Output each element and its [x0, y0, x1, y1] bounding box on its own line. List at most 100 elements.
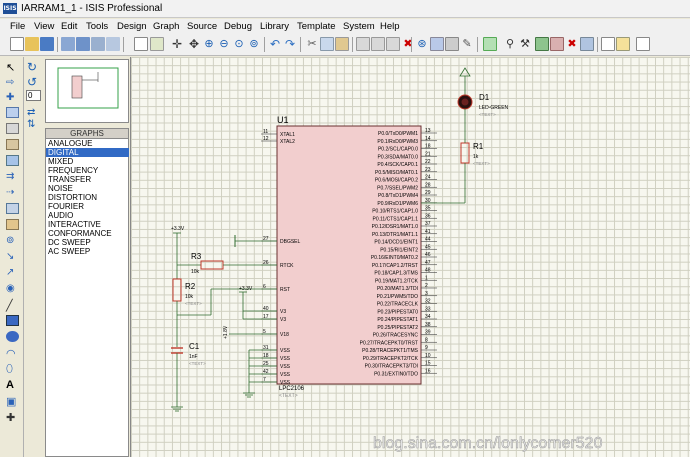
voltage-probe-icon[interactable]: ↘ [6, 251, 15, 262]
menu-graph[interactable]: Graph [153, 21, 180, 32]
exit-sheet-icon[interactable]: ✖ [567, 38, 577, 50]
menu-tools[interactable]: Tools [86, 21, 109, 32]
ares-icon[interactable] [636, 37, 650, 51]
marker-icon[interactable]: ✚ [6, 412, 16, 424]
block-move-icon[interactable] [371, 37, 385, 51]
pan-icon[interactable]: ✥ [188, 37, 200, 51]
netlist-icon[interactable] [601, 37, 615, 51]
remove-sheet-icon[interactable] [550, 37, 564, 51]
menu-library[interactable]: Library [260, 21, 290, 32]
u1-right-pin-name: P0.16/EINT0/MAT0.2 [371, 255, 418, 261]
graph-mode-conformance[interactable]: CONFORMANCE [48, 229, 112, 238]
print-icon[interactable] [91, 37, 105, 51]
block-delete-icon[interactable]: ✖ [403, 38, 413, 50]
overview-window[interactable] [45, 59, 129, 123]
menu-debug[interactable]: Debug [224, 21, 252, 32]
new-file-icon[interactable] [10, 37, 24, 51]
selection-mode-icon[interactable]: ↖ [6, 62, 16, 74]
virtual-instrument-icon[interactable]: ◉ [6, 283, 15, 294]
menu-view[interactable]: View [34, 21, 55, 32]
graph-mode-audio[interactable]: AUDIO [48, 211, 74, 220]
mirror-vertical-icon[interactable]: ⇅ [27, 119, 36, 130]
pins-icon[interactable]: ⇢ [6, 187, 15, 198]
junction-mode-icon[interactable]: ✚ [6, 92, 15, 103]
rotate-clockwise-icon[interactable]: ↻ [27, 60, 38, 74]
text-script-icon[interactable] [6, 123, 19, 134]
pick-device-icon[interactable]: ⊛ [417, 38, 427, 50]
graph-mode-digital[interactable]: DIGITAL [46, 148, 129, 157]
bill-of-materials-icon[interactable] [580, 37, 594, 51]
graph-mode-mixed[interactable]: MIXED [48, 157, 74, 166]
open-folder-icon[interactable] [25, 37, 39, 51]
property-assign-icon[interactable]: ⚒ [520, 38, 530, 50]
menu-help[interactable]: Help [380, 21, 400, 32]
graph-mode-dc-sweep[interactable]: DC SWEEP [48, 238, 91, 247]
import-icon[interactable] [61, 37, 75, 51]
generator-icon[interactable]: ⊚ [6, 235, 15, 246]
terminals-icon[interactable]: ⇉ [6, 171, 15, 182]
box-icon[interactable] [6, 315, 19, 326]
arc-icon[interactable]: ◠ [6, 348, 16, 360]
graph-mode-fourier[interactable]: FOURIER [48, 202, 84, 211]
mirror-horizontal-icon[interactable]: ⇄ [27, 107, 36, 118]
menu-design[interactable]: Design [117, 21, 147, 32]
graph-mode-transfer[interactable]: TRANSFER [48, 175, 92, 184]
rotate-anticlockwise-icon[interactable]: ↺ [27, 75, 38, 89]
print-area-icon[interactable] [106, 37, 120, 51]
graph-mode-distortion[interactable]: DISTORTION [48, 193, 98, 202]
block-copy-icon[interactable] [356, 37, 370, 51]
new-sheet-icon[interactable] [535, 37, 549, 51]
grid-icon[interactable] [150, 37, 164, 51]
buses-icon[interactable] [6, 139, 19, 150]
line-icon[interactable]: ╱ [6, 300, 13, 312]
wire-autoroute-icon[interactable] [483, 37, 497, 51]
block-rotate-icon[interactable] [386, 37, 400, 51]
search-tag-icon[interactable]: ⚲ [505, 38, 515, 50]
graph-mode-noise[interactable]: NOISE [48, 184, 73, 193]
zoom-in-icon[interactable]: ⊕ [204, 38, 214, 50]
export-icon[interactable] [76, 37, 90, 51]
origin-icon[interactable]: ✛ [171, 37, 183, 51]
graph-mode-frequency[interactable]: FREQUENCY [48, 166, 99, 175]
electrical-check-icon[interactable] [616, 37, 630, 51]
resistor-r2[interactable] [172, 278, 182, 302]
menu-edit[interactable]: Edit [61, 21, 78, 32]
resistor-r3[interactable] [200, 260, 224, 270]
graph-mode-icon[interactable] [6, 203, 19, 214]
current-probe-icon[interactable]: ↗ [6, 267, 15, 278]
subcircuit-icon[interactable] [6, 155, 19, 166]
make-device-icon[interactable] [430, 37, 444, 51]
packaging-icon[interactable] [445, 37, 459, 51]
menu-file[interactable]: File [10, 21, 26, 32]
graph-mode-analogue[interactable]: ANALOGUE [48, 139, 93, 148]
zoom-all-icon[interactable]: ⊙ [234, 38, 244, 50]
menu-source[interactable]: Source [187, 21, 218, 32]
rotation-angle-field[interactable]: 0 [26, 90, 41, 101]
graph-mode-ac-sweep[interactable]: AC SWEEP [48, 247, 91, 256]
path-icon[interactable]: ⬯ [6, 363, 13, 375]
component-mode-icon[interactable]: ⇨ [6, 77, 15, 88]
zoom-area-icon[interactable]: ⊚ [249, 38, 259, 50]
cut-icon[interactable]: ✂ [307, 38, 317, 50]
u1-right-pin-number: 44 [425, 237, 431, 243]
redo-icon[interactable]: ↷ [284, 37, 296, 51]
copy-icon[interactable] [320, 37, 334, 51]
menu-template[interactable]: Template [297, 21, 336, 32]
zoom-out-icon[interactable]: ⊖ [219, 38, 229, 50]
tape-recorder-icon[interactable] [6, 219, 19, 230]
text-icon[interactable]: A [6, 379, 14, 391]
u1-body[interactable] [276, 125, 422, 385]
circle-icon[interactable] [6, 331, 19, 342]
graph-mode-interactive[interactable]: INTERACTIVE [48, 220, 101, 229]
decompose-icon[interactable]: ✎ [462, 38, 472, 50]
resistor-r1[interactable] [460, 142, 470, 164]
paste-icon[interactable] [335, 37, 349, 51]
menu-system[interactable]: System [343, 21, 375, 32]
save-icon[interactable] [40, 37, 54, 51]
refresh-icon[interactable] [134, 37, 148, 51]
symbol-icon[interactable]: ▣ [6, 396, 17, 408]
wire-label-icon[interactable] [6, 107, 19, 118]
r1-value: 1k [473, 154, 479, 160]
undo-icon[interactable]: ↶ [269, 37, 281, 51]
